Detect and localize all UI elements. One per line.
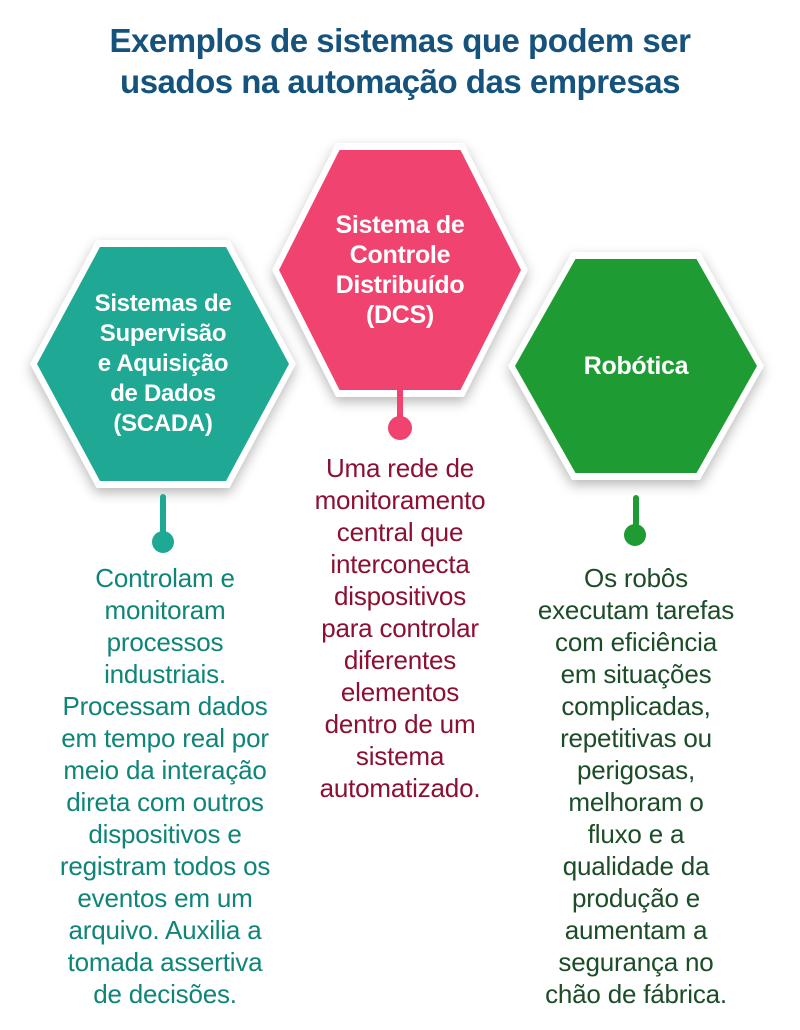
dcs-description: Uma rede de monitoramento central que in… — [314, 453, 486, 803]
scada-description: Controlam e monitoram processos industri… — [59, 563, 271, 1009]
hexagon-robotica-border: Robótica — [508, 252, 764, 480]
hexagon-robotica: Robótica — [508, 252, 764, 480]
hexagon-scada-fill: Sistemas de Supervisão e Aquisição de Da… — [37, 247, 289, 481]
hexagon-scada: Sistemas de Supervisão e Aquisição de Da… — [30, 240, 296, 488]
hexagon-scada-label: Sistemas de Supervisão e Aquisição de Da… — [94, 290, 232, 437]
dcs-pin-line — [397, 386, 403, 424]
hexagon-scada-border: Sistemas de Supervisão e Aquisição de Da… — [30, 240, 296, 488]
hexagon-dcs-border: Sistema de Controle Distribuído (DCS) — [272, 143, 528, 397]
robotica-pin-line — [633, 495, 639, 527]
scada-pin-dot-icon — [152, 531, 174, 553]
hexagon-dcs: Sistema de Controle Distribuído (DCS) — [272, 143, 528, 397]
hexagon-dcs-fill: Sistema de Controle Distribuído (DCS) — [279, 150, 521, 390]
scada-pin-line — [160, 494, 166, 538]
robotica-description: Os robôs executam tarefas com eficiência… — [537, 563, 735, 1009]
page-title: Exemplos de sistemas que podem ser usado… — [109, 22, 691, 100]
robotica-pin-dot-icon — [624, 524, 646, 546]
hexagon-robotica-fill: Robótica — [515, 259, 757, 473]
hexagon-dcs-label: Sistema de Controle Distribuído (DCS) — [335, 211, 465, 329]
dcs-pin-dot-icon — [388, 416, 412, 440]
hexagon-robotica-label: Robótica — [583, 352, 689, 380]
